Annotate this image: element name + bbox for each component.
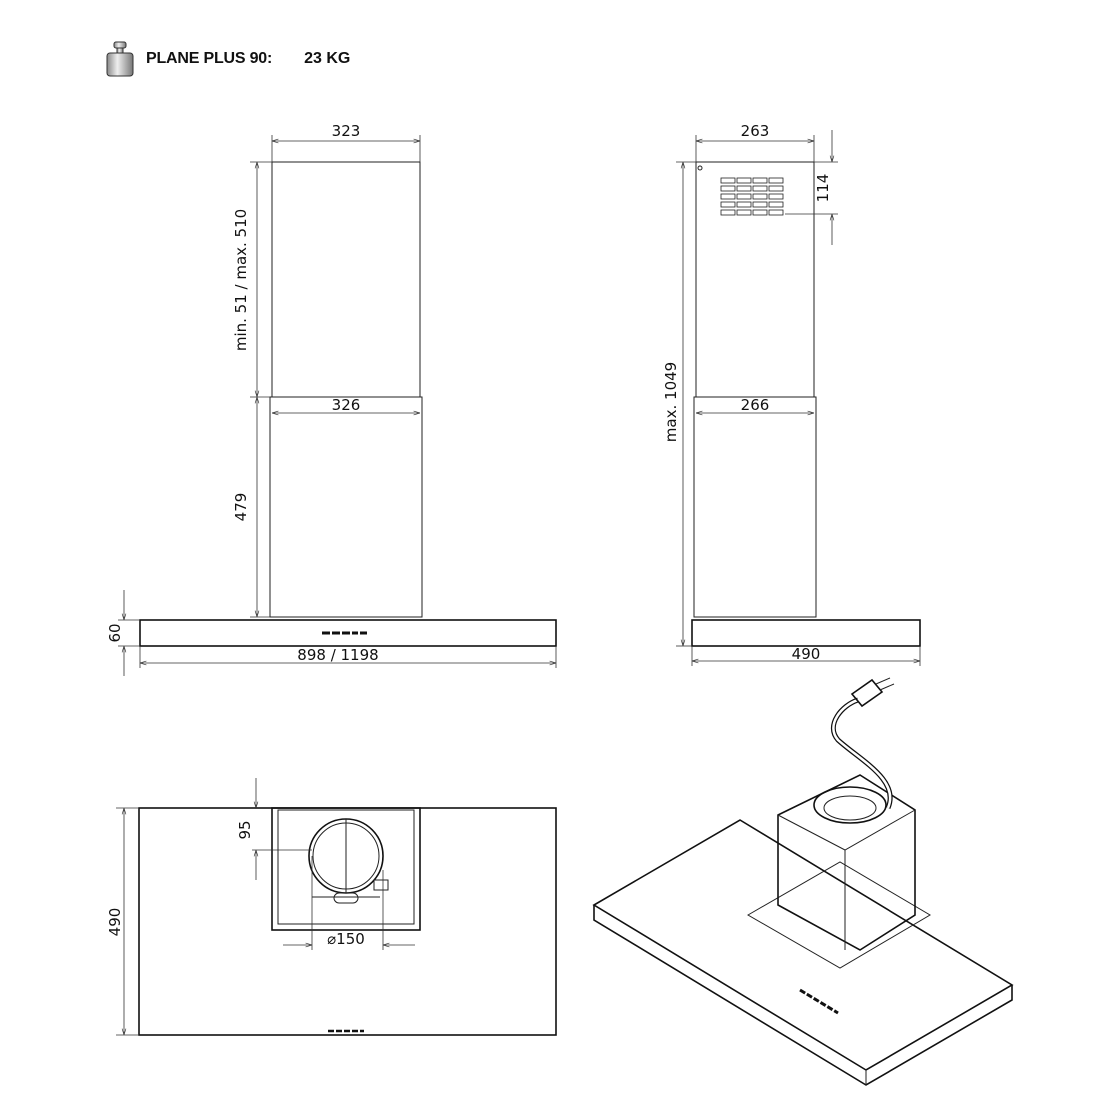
vent-grille — [720, 177, 784, 216]
weight-icon — [106, 41, 134, 77]
dim-114: 114 — [814, 174, 832, 203]
dim-upper-height: min. 51 / max. 510 — [232, 209, 250, 351]
side-view: 263 114 266 max. 1049 490 — [662, 122, 921, 666]
dim-60: 60 — [106, 623, 124, 642]
dim-95: 95 — [236, 820, 254, 839]
dim-490-bottom: 490 — [106, 908, 124, 937]
dim-326: 326 — [332, 396, 361, 414]
dim-490-side: 490 — [792, 645, 821, 663]
dim-diameter: ⌀150 — [327, 930, 365, 948]
front-view: 323 min. 51 / max. 510 326 479 60 898 / … — [106, 122, 557, 676]
plug-icon — [850, 677, 895, 708]
model-weight: 23 KG — [304, 50, 351, 67]
isometric-view — [592, 677, 1014, 1086]
dim-266: 266 — [741, 396, 770, 414]
dim-479: 479 — [232, 493, 250, 522]
chimney-lower — [269, 396, 423, 618]
model-name: PLANE PLUS 90: — [146, 50, 273, 67]
product-header: PLANE PLUS 90: 23 KG — [104, 40, 350, 78]
dim-hood-width: 898 / 1198 — [297, 646, 378, 664]
dim-323: 323 — [332, 122, 361, 140]
motor-box — [777, 774, 916, 951]
dim-263: 263 — [741, 122, 770, 140]
bottom-view: 95 490 ⌀150 — [106, 778, 557, 1036]
hood-body — [139, 619, 557, 647]
dim-max-height: max. 1049 — [662, 362, 680, 442]
chimney-upper — [271, 161, 421, 398]
power-cable — [830, 697, 893, 809]
